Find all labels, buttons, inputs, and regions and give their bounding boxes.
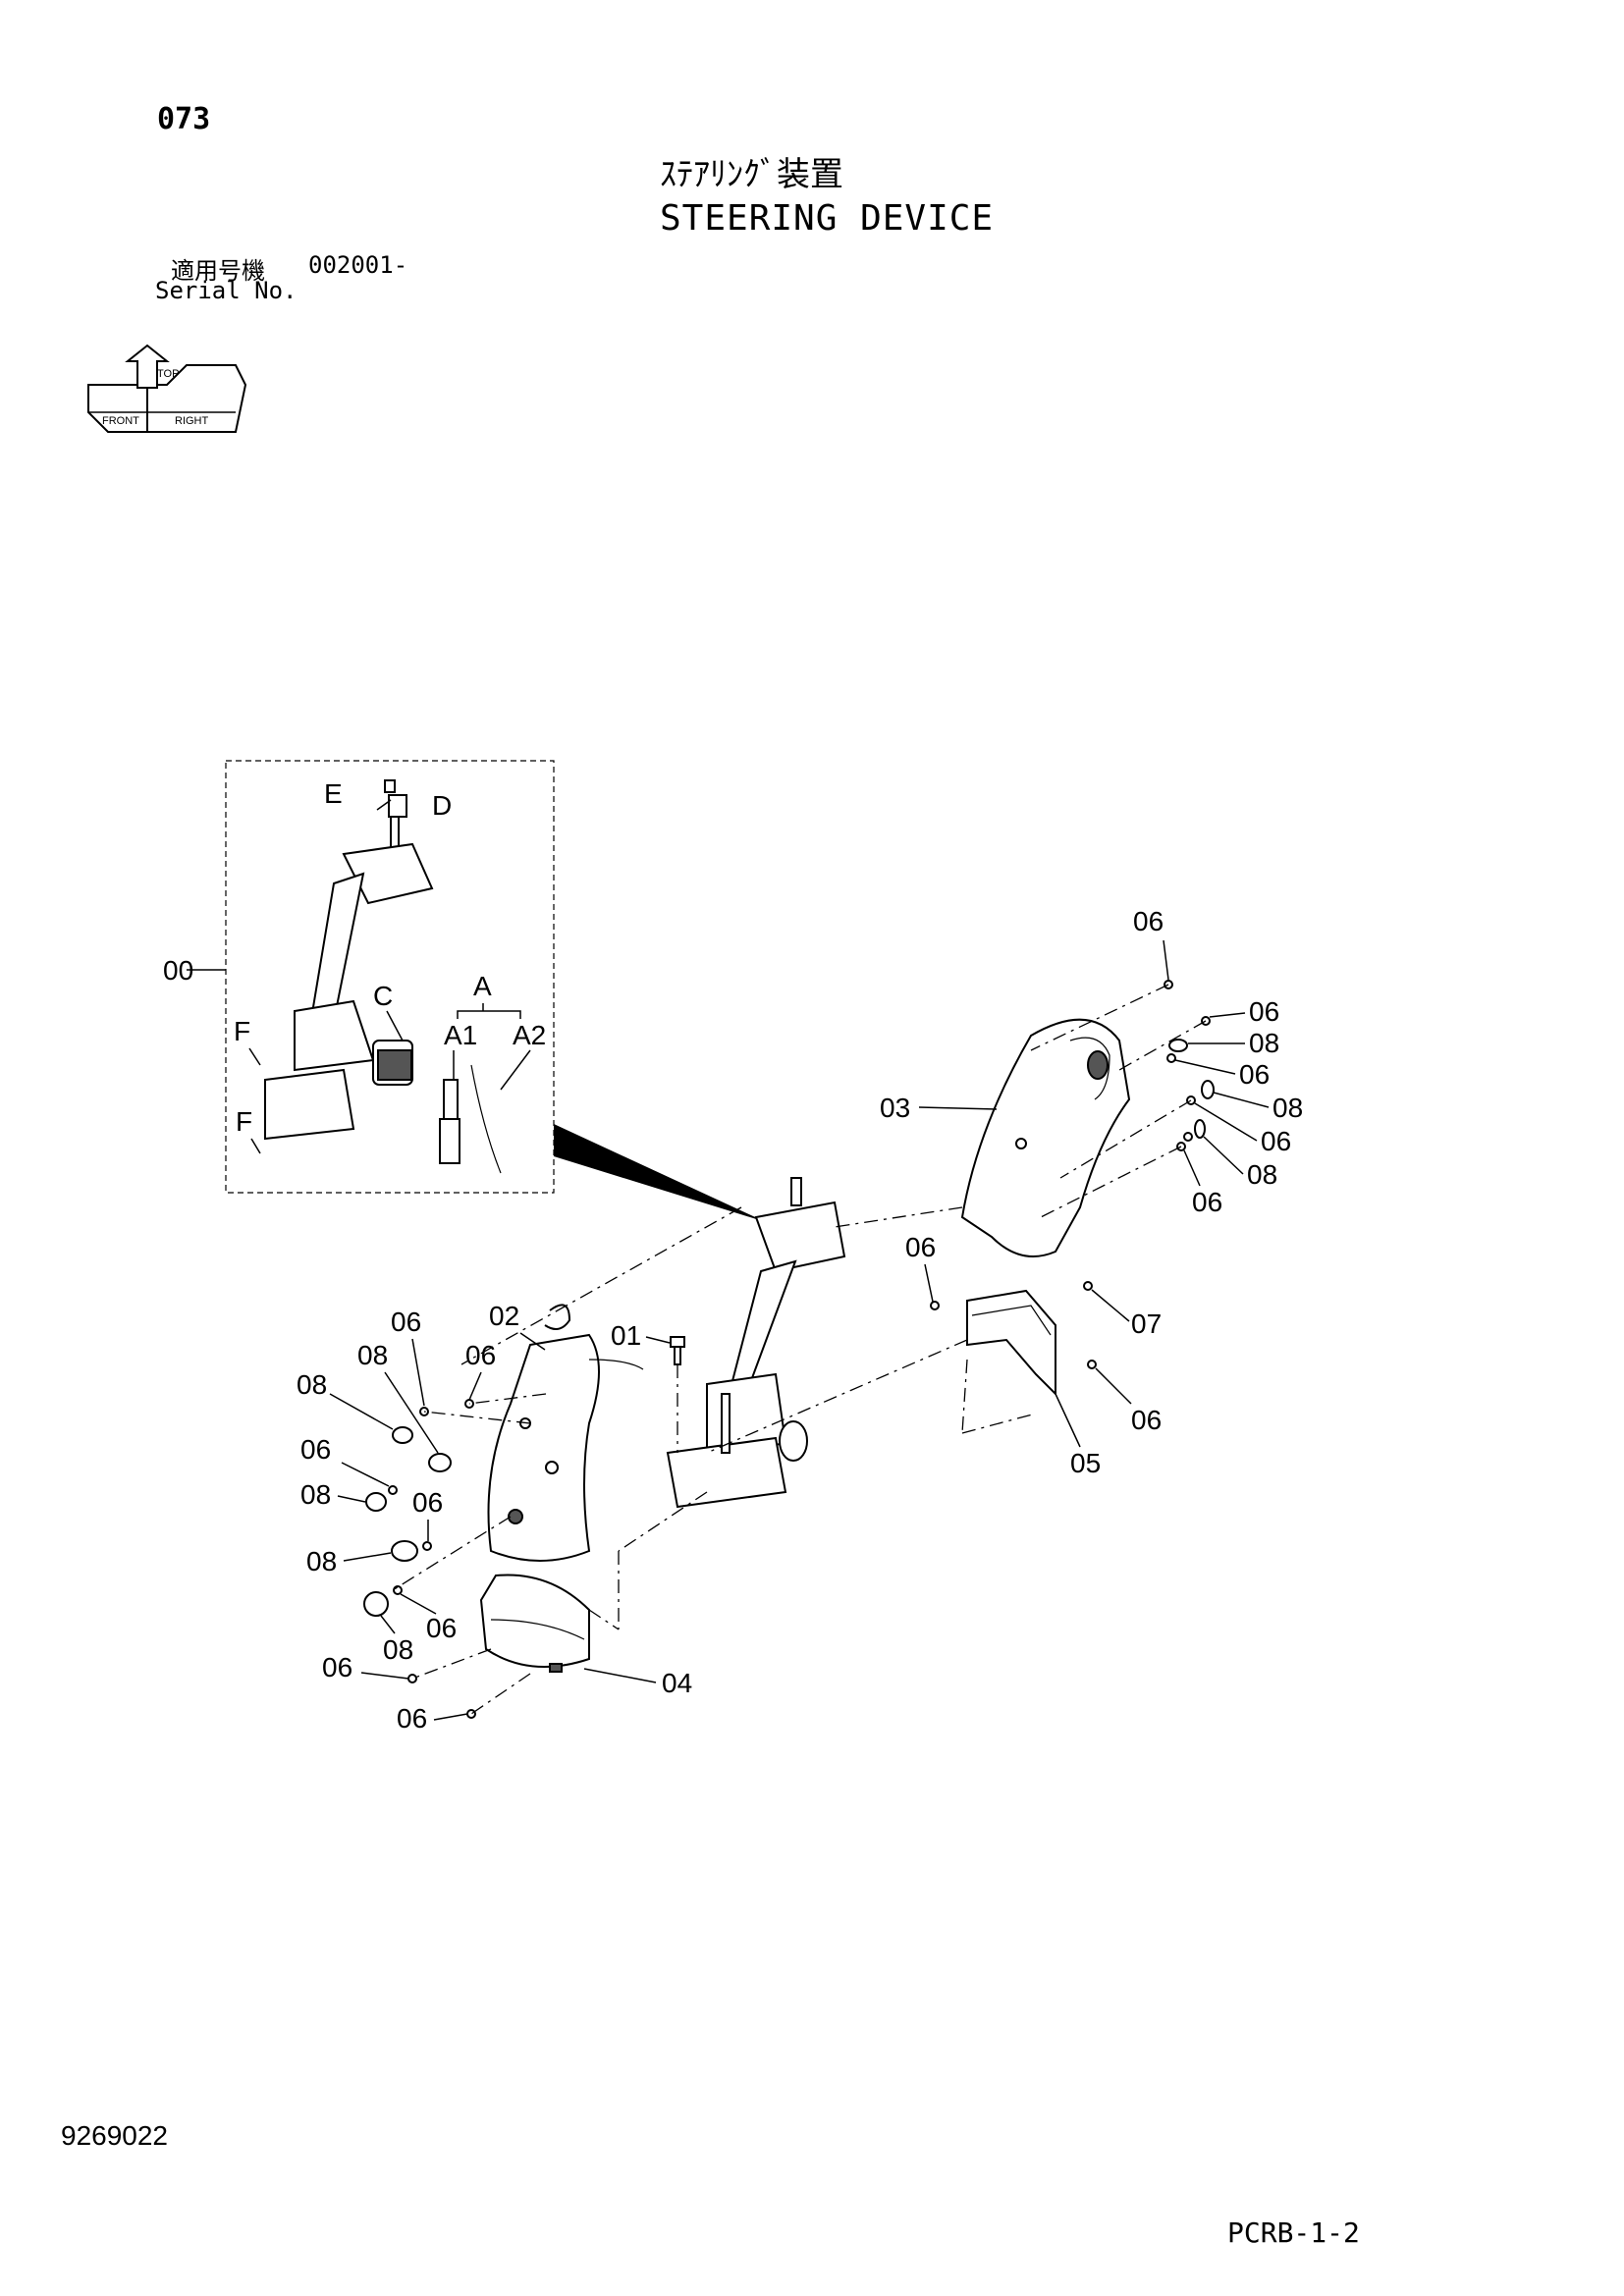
callout-06-right-1: 06 xyxy=(1249,996,1279,1027)
drawing-number: 9269022 xyxy=(61,2120,169,2151)
page-title: STEERING DEVICE xyxy=(660,198,995,239)
inset-steering-column xyxy=(264,779,502,1174)
callout-06-left-7: 06 xyxy=(397,1703,427,1734)
callout-06-right-3: 06 xyxy=(1261,1126,1291,1156)
part-02-cover xyxy=(487,1304,644,1562)
orientation-label-front: FRONT xyxy=(102,415,139,427)
callout-06-left-5: 06 xyxy=(426,1613,457,1643)
callout-A1: A1 xyxy=(444,1020,477,1050)
callout-08-right-1: 08 xyxy=(1249,1028,1279,1058)
assembly-dash-lines xyxy=(392,984,1207,1715)
part-03-cover xyxy=(960,1018,1131,1257)
callout-D: D xyxy=(432,790,452,821)
callout-08-left-4: 08 xyxy=(306,1546,337,1576)
callout-06-mid: 06 xyxy=(905,1232,936,1262)
callout-08-right-3: 08 xyxy=(1247,1159,1277,1190)
callout-08-left-2: 08 xyxy=(297,1369,327,1400)
callout-01: 01 xyxy=(611,1320,641,1351)
callout-06-left-2: 06 xyxy=(465,1340,496,1370)
sheet-code: PCRB-1-2 xyxy=(1227,2216,1360,2249)
callout-06-top: 06 xyxy=(1133,906,1164,936)
callout-06-right-4: 06 xyxy=(1192,1187,1222,1217)
callout-F-upper: F xyxy=(234,1016,250,1046)
page-number: 073 xyxy=(157,102,211,136)
serial-label: Serial No. xyxy=(155,277,298,304)
callout-06-left-top: 06 xyxy=(391,1307,421,1337)
callout-08-left-5: 08 xyxy=(383,1634,413,1665)
callout-06-right-2: 06 xyxy=(1239,1059,1270,1090)
callout-E: E xyxy=(324,778,343,809)
callout-00: 00 xyxy=(163,955,193,986)
orientation-icon: FRONT TOP RIGHT xyxy=(87,344,247,433)
serial-number-value: 002001- xyxy=(308,251,408,279)
callout-04: 04 xyxy=(662,1668,692,1698)
callout-08-left-1: 08 xyxy=(357,1340,388,1370)
page-title-japanese: ｽﾃｱﾘﾝｸﾞ装置 xyxy=(660,155,843,194)
orientation-label-top: TOP xyxy=(157,368,179,380)
callout-07: 07 xyxy=(1131,1308,1162,1339)
part-04-cover xyxy=(479,1574,590,1673)
serial-label-japanese: 適用号機 xyxy=(171,257,265,285)
callout-02: 02 xyxy=(489,1301,519,1331)
callout-05: 05 xyxy=(1070,1448,1101,1478)
part-01-bolt xyxy=(670,1336,685,1365)
callout-03: 03 xyxy=(880,1093,910,1123)
callout-06-left-3: 06 xyxy=(300,1434,331,1465)
callout-A2: A2 xyxy=(513,1020,546,1050)
callout-F-lower: F xyxy=(236,1106,252,1137)
callout-06-left-6: 06 xyxy=(322,1652,352,1682)
main-steering-column xyxy=(666,1177,846,1509)
callout-08-left-3: 08 xyxy=(300,1479,331,1510)
part-05-cover xyxy=(966,1289,1056,1397)
callout-06-lower-right: 06 xyxy=(1131,1405,1162,1435)
hardware-screws-and-caps xyxy=(363,980,1215,1719)
inset-detail-box xyxy=(225,760,555,1194)
detail-pointer-wedge xyxy=(554,1124,766,1222)
orientation-label-right: RIGHT xyxy=(175,415,209,427)
callout-A: A xyxy=(473,971,492,1001)
callout-C: C xyxy=(373,981,393,1011)
callout-06-left-4: 06 xyxy=(412,1487,443,1518)
callout-08-right-2: 08 xyxy=(1272,1093,1303,1123)
